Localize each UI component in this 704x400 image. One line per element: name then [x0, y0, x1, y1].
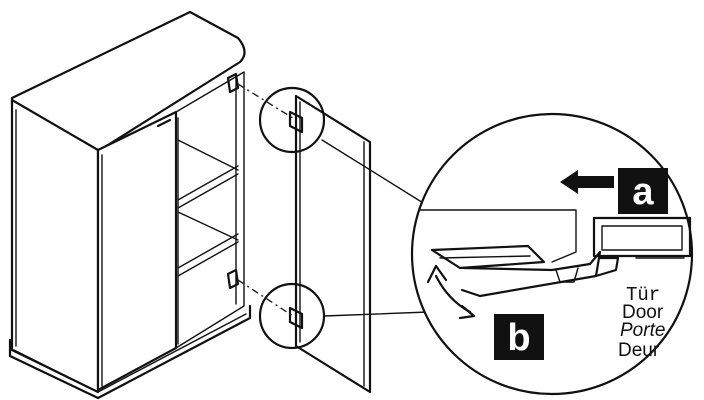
cabinet [8, 10, 252, 400]
callout-lines [321, 139, 429, 317]
step-a-text: a [632, 171, 654, 213]
step-b-text: b [507, 317, 530, 359]
door-word-list: Tür Door Porte Deur [618, 284, 665, 361]
step-a-label: a [618, 168, 668, 214]
alignment-lines [237, 83, 297, 319]
door-word-en: Door [622, 302, 664, 323]
door-word-fr: Porte [620, 320, 665, 341]
door-word-de: Tür [626, 284, 660, 306]
arrow-left-icon [560, 170, 614, 194]
door-word-nl: Deur [618, 340, 660, 361]
step-b-label: b [494, 314, 544, 360]
door-panel [288, 94, 372, 394]
